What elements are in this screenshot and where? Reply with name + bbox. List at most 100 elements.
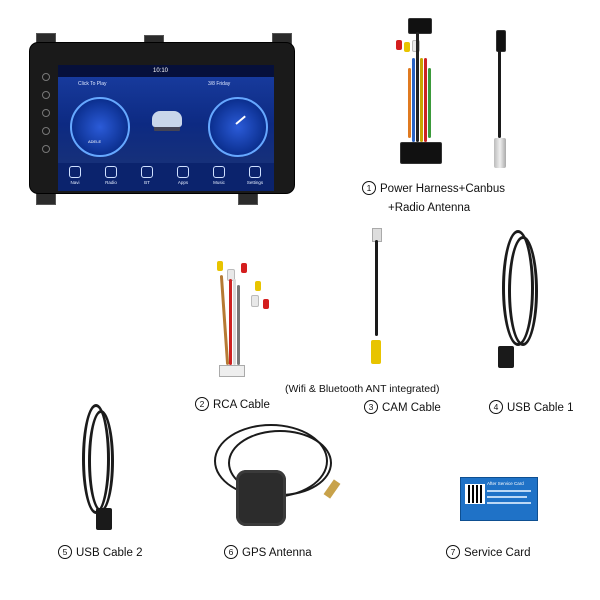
power-button-icon: [42, 73, 50, 81]
radio-icon: [105, 166, 117, 178]
dock-label: Apps: [177, 180, 189, 185]
dock-item-radio: Radio: [96, 166, 126, 185]
settings-icon: [249, 166, 261, 178]
music-artist: ADELE: [88, 139, 102, 144]
music-icon: [213, 166, 225, 178]
qr-code: [465, 484, 485, 504]
wire: [420, 58, 423, 142]
item-label-5: 5 USB Cable 2: [58, 545, 142, 559]
clock-widget: [208, 97, 268, 157]
app-dock: Navi Radio BT Apps Music Settings: [58, 163, 274, 191]
rca-connector: [219, 365, 245, 377]
volume-down-icon: [42, 145, 50, 153]
rca-plug-white: [251, 295, 259, 307]
wire: [408, 68, 411, 138]
harness-connector: [408, 18, 432, 34]
car-stereo-head-unit: 10:10 Click To Play 3/8 Friday ADELE Nav…: [26, 33, 298, 205]
usb-cable-1-image: [494, 230, 550, 380]
item-number: 7: [446, 545, 460, 559]
radio-antenna-adapter-image: [488, 30, 512, 170]
card-text-line: [487, 490, 531, 492]
card-text-line: [487, 502, 531, 504]
rca-plug-red: [396, 40, 402, 50]
home-screen: Click To Play 3/8 Friday ADELE: [58, 77, 274, 163]
navigation-icon: [69, 166, 81, 178]
cable-coil: [88, 410, 114, 512]
mount-bracket: [238, 191, 258, 205]
item-number: 3: [364, 400, 378, 414]
item-label-6: 6 GPS Antenna: [224, 545, 312, 559]
rca-plug-yellow: [217, 261, 223, 271]
dock-item-bt: BT: [132, 166, 162, 185]
service-card-image: After Service Card: [460, 477, 538, 521]
dock-item-music: Music: [204, 166, 234, 185]
status-bar: 10:10: [58, 65, 274, 77]
cable-coil: [508, 236, 538, 346]
car-icon: [152, 111, 182, 127]
back-button-icon: [42, 109, 50, 117]
item-number: 6: [224, 545, 238, 559]
dock-label: Music: [213, 180, 225, 185]
usb-cable-2-image: [76, 404, 120, 534]
item-label-text: CAM Cable: [382, 402, 441, 414]
wire: [416, 32, 419, 142]
antenna-plug: [496, 30, 506, 52]
wire: [237, 285, 240, 365]
status-time: 10:10: [153, 68, 169, 74]
wire: [233, 279, 236, 365]
dock-label: Settings: [246, 180, 264, 185]
item-label-text: Service Card: [464, 547, 531, 559]
service-card-title: After Service Card: [487, 481, 524, 486]
music-widget-label: Click To Play: [78, 81, 107, 87]
item-label-3: 3 CAM Cable: [364, 400, 441, 414]
item-number: 1: [362, 181, 376, 195]
stereo-screen: 10:10 Click To Play 3/8 Friday ADELE Nav…: [58, 65, 274, 191]
power-harness-image: [390, 18, 452, 174]
wire: [219, 275, 230, 365]
cam-cable-note: (Wifi & Bluetooth ANT integrated): [285, 383, 440, 395]
antenna-jack: [494, 138, 506, 168]
wire: [412, 58, 415, 142]
harness-plug: [400, 142, 442, 164]
volume-up-icon: [42, 127, 50, 135]
dock-item-settings: Settings: [240, 166, 270, 185]
item-number: 2: [195, 397, 209, 411]
rca-plug-yellow: [404, 42, 410, 52]
item-label-1-line2: +Radio Antenna: [388, 202, 471, 214]
rca-plug-red: [241, 263, 247, 273]
item-number: 5: [58, 545, 72, 559]
item-label-text: USB Cable 2: [76, 547, 143, 559]
home-button-icon: [42, 91, 50, 99]
bluetooth-icon: [141, 166, 153, 178]
dock-label: Radio: [105, 180, 117, 185]
cam-wire: [375, 240, 378, 336]
rca-plug-yellow: [371, 340, 381, 364]
item-label-7: 7 Service Card: [446, 545, 530, 559]
usb-plug: [498, 346, 514, 368]
usb-plug: [96, 508, 112, 530]
wire: [428, 68, 431, 138]
item-label-4: 4 USB Cable 1: [489, 400, 573, 414]
card-text-line: [487, 496, 527, 498]
sma-connector: [323, 479, 341, 499]
wire: [229, 279, 232, 365]
antenna-wire: [498, 50, 501, 138]
date-label: 3/8 Friday: [208, 81, 231, 87]
mount-bracket: [36, 191, 56, 205]
item-label-text: USB Cable 1: [507, 402, 574, 414]
item-label-text: GPS Antenna: [242, 547, 312, 559]
dock-item-apps: Apps: [168, 166, 198, 185]
item-label-text: RCA Cable: [213, 399, 270, 411]
apps-icon: [177, 166, 189, 178]
bezel: 10:10 Click To Play 3/8 Friday ADELE Nav…: [30, 43, 294, 193]
item-number: 4: [489, 400, 503, 414]
rca-plug-yellow: [255, 281, 261, 291]
music-widget: ADELE: [70, 97, 130, 157]
wire: [424, 58, 427, 142]
camera-cable-image: [360, 228, 390, 370]
dock-item-navi: Navi: [60, 166, 90, 185]
gps-receiver: [236, 470, 286, 526]
rca-cable-image: [203, 255, 285, 383]
dock-label: BT: [144, 180, 150, 185]
